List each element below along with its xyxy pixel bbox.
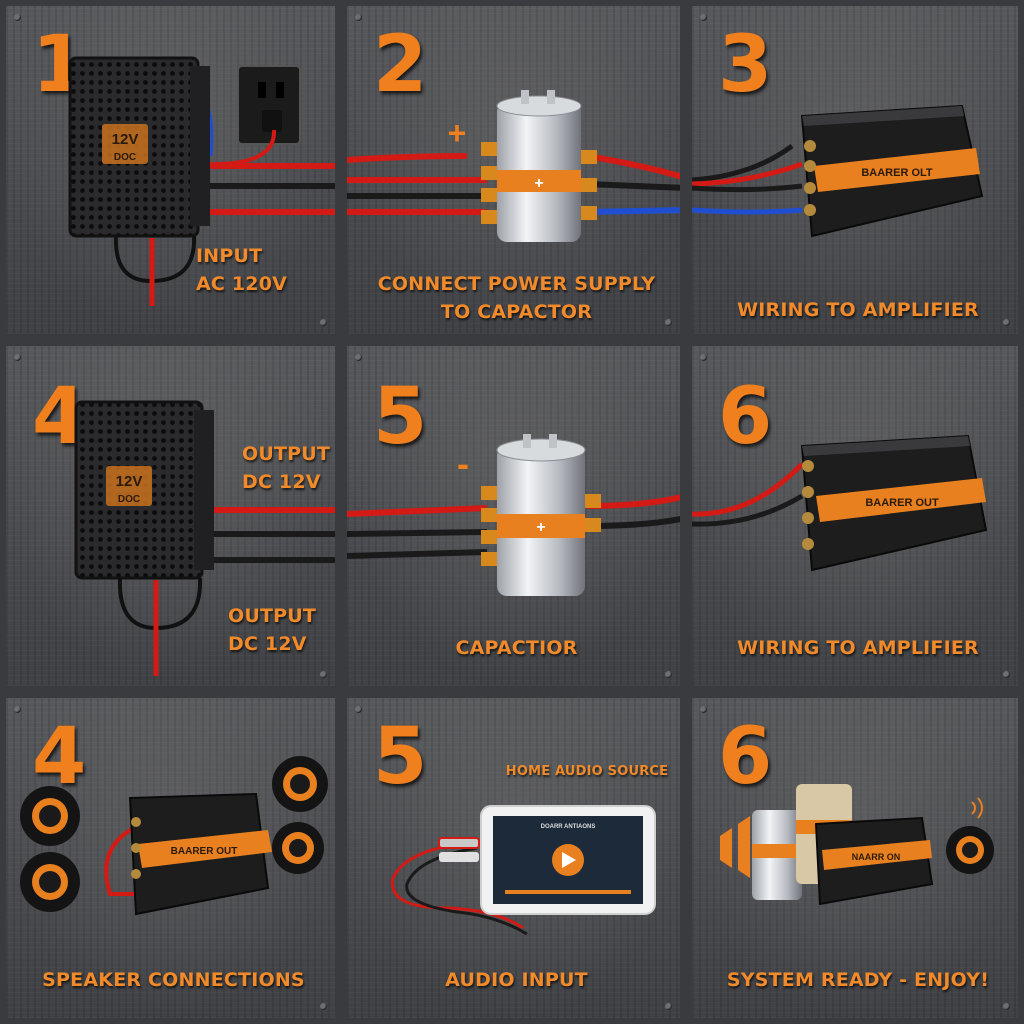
power-supply-box: 12V DOC <box>68 56 210 238</box>
caption-line: INPUT <box>196 245 263 267</box>
source-title: HOME AUDIO SOURCE <box>505 764 669 779</box>
sound-wave-icon <box>720 816 750 878</box>
caption: INPUT AC 120V <box>196 242 335 298</box>
panel-step-7: 4 BAARER OUT SPEAKER <box>0 692 341 1024</box>
power-supply-box: 12V DOC <box>74 400 214 580</box>
terminals-left <box>481 142 497 224</box>
polarity-mark: + <box>448 115 467 151</box>
band-symbol: + <box>536 519 545 536</box>
capacitor: + <box>496 90 582 242</box>
power-supply-illustration: 12V DOC <box>68 56 335 306</box>
amplifier: BAARER OUT <box>800 434 988 572</box>
amplifier: BAARER OLT <box>800 104 984 238</box>
amplifier-illustration: BAARER OUT <box>692 434 988 572</box>
speaker-icon <box>20 786 80 846</box>
wall-outlet <box>237 65 301 145</box>
amplifier: NAARR ON <box>814 816 934 906</box>
caption: WIRING TO AMPLIFIER <box>737 637 979 659</box>
caption: AUDIO INPUT <box>445 969 588 991</box>
panel-step-6: 6 BAARER OUT WIRING TO AMPLIFIER <box>686 340 1024 692</box>
device-sublabel: DOC <box>114 152 136 163</box>
caption-line: DC 12V <box>228 633 307 655</box>
amplifier: BAARER OUT <box>128 792 272 916</box>
caption: WIRING TO AMPLIFIER <box>737 299 979 321</box>
audio-input-illustration: DOARR ANTIAONS <box>390 805 656 936</box>
step-number: 3 <box>718 20 773 110</box>
caption-line: DC 12V <box>242 471 321 493</box>
step-number: 4 <box>32 712 87 802</box>
amp-label: BAARER OLT <box>861 167 933 179</box>
capacitor-illustration: + + <box>347 90 680 242</box>
amplifier-illustration: BAARER OLT <box>692 104 984 238</box>
step-number: 5 <box>373 372 428 462</box>
caption-line: OUTPUT <box>242 443 331 465</box>
panel-step-4: 4 12V DOC OUTPUT DC 12V OUTPUT DC 12V <box>0 340 341 692</box>
power-supply-output-illustration: 12V DOC <box>74 400 335 676</box>
amp-label: NAARR ON <box>852 852 901 862</box>
device-label: 12V <box>116 473 143 490</box>
speaker-connections-illustration: BAARER OUT <box>20 756 328 916</box>
step-number: 6 <box>718 712 773 802</box>
step-number: 6 <box>718 372 773 462</box>
caption-top: OUTPUT DC 12V <box>242 440 335 496</box>
caption-line: AC 120V <box>196 273 288 295</box>
amp-label: BAARER OUT <box>865 497 939 509</box>
speaker-icon <box>272 756 328 812</box>
panel-step-9: 6 NAARR ON <box>686 692 1024 1024</box>
caption: SYSTEM READY - ENJOY! <box>726 969 990 991</box>
step-number: 5 <box>373 712 428 802</box>
device-sublabel: DOC <box>118 494 140 505</box>
step-number: 2 <box>373 20 428 110</box>
speaker-icon <box>272 822 324 874</box>
caption: CONNECT POWER SUPPLY TO CAPACTOR <box>347 270 680 326</box>
system-ready-illustration: NAARR ON <box>720 784 994 906</box>
panel-step-5: 5 + - CAPACTIOR <box>341 340 686 692</box>
capacitor <box>752 810 802 900</box>
caption-line: TO CAPACTOR <box>440 301 593 323</box>
tablet: DOARR ANTIAONS <box>480 805 656 915</box>
speaker-icon <box>20 852 80 912</box>
caption: SPEAKER CONNECTIONS <box>42 969 305 991</box>
caption-line: CONNECT POWER SUPPLY <box>377 273 656 295</box>
panel-step-2: 2 + <box>341 0 686 340</box>
caption: OUTPUT DC 12V <box>228 602 335 658</box>
caption-line: OUTPUT <box>228 605 317 627</box>
amp-label: BAARER OUT <box>171 846 238 857</box>
capacitor: + <box>496 434 586 596</box>
terminals-right <box>581 150 597 220</box>
device-label: 12V <box>112 131 139 148</box>
caption: CAPACTIOR <box>455 637 578 659</box>
capacitor-illustration: + - <box>347 434 680 596</box>
panel-step-1: 1 <box>0 0 341 340</box>
sound-wave-icon <box>971 797 983 819</box>
band-symbol: + <box>534 175 543 192</box>
speaker-icon <box>946 826 994 874</box>
panel-step-3: 3 BAARER OLT WIRING TO AMPLIFIER <box>686 0 1024 340</box>
polarity-mark: - <box>457 443 469 484</box>
panel-step-8: 5 HOME AUDIO SOURCE DOARR ANTIAONS AUDIO… <box>341 692 686 1024</box>
tablet-title: DOARR ANTIAONS <box>541 824 596 830</box>
